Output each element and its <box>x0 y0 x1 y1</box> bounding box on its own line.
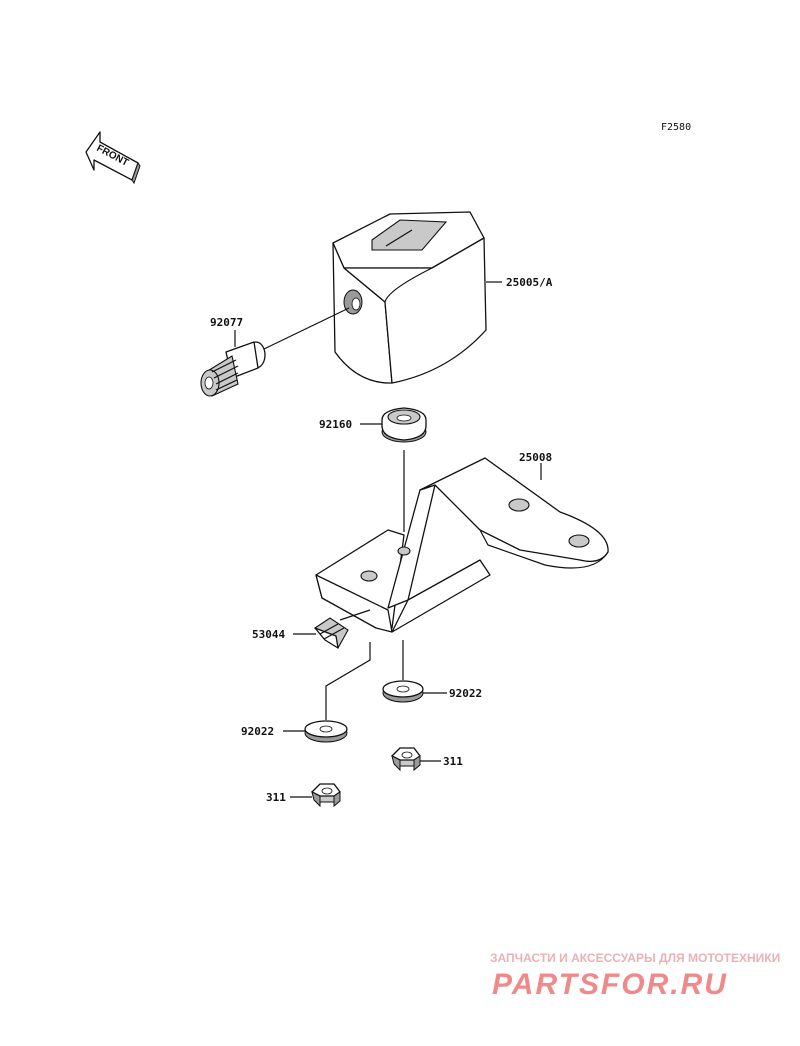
pad-53044 <box>314 617 349 649</box>
bush-92077 <box>200 341 266 397</box>
washer-92022-left <box>304 720 348 743</box>
watermark-brand: PARTSFOR.RU <box>492 968 728 1001</box>
washer-92022-right <box>382 680 424 703</box>
label-92022-left: 92022 <box>241 725 274 738</box>
front-arrow-icon: FRONT <box>85 131 141 185</box>
label-92022-right: 92022 <box>449 687 482 700</box>
bracket-25008 <box>315 457 609 633</box>
label-25005a: 25005/A <box>506 276 553 289</box>
diagram-code: F2580 <box>661 122 691 133</box>
watermark-tagline: ЗАПЧАСТИ И АКСЕССУАРЫ ДЛЯ МОТОТЕХНИКИ <box>490 951 780 965</box>
grommet-92160 <box>381 407 427 443</box>
label-92160: 92160 <box>319 418 352 431</box>
label-311-left: 311 <box>266 791 286 804</box>
label-53044: 53044 <box>252 628 285 641</box>
label-311-right: 311 <box>443 755 463 768</box>
meter-housing-25005a <box>332 211 487 384</box>
nut-311-left <box>311 783 341 808</box>
nut-311-right <box>391 747 421 772</box>
label-92077: 92077 <box>210 316 243 329</box>
label-25008: 25008 <box>519 451 552 464</box>
